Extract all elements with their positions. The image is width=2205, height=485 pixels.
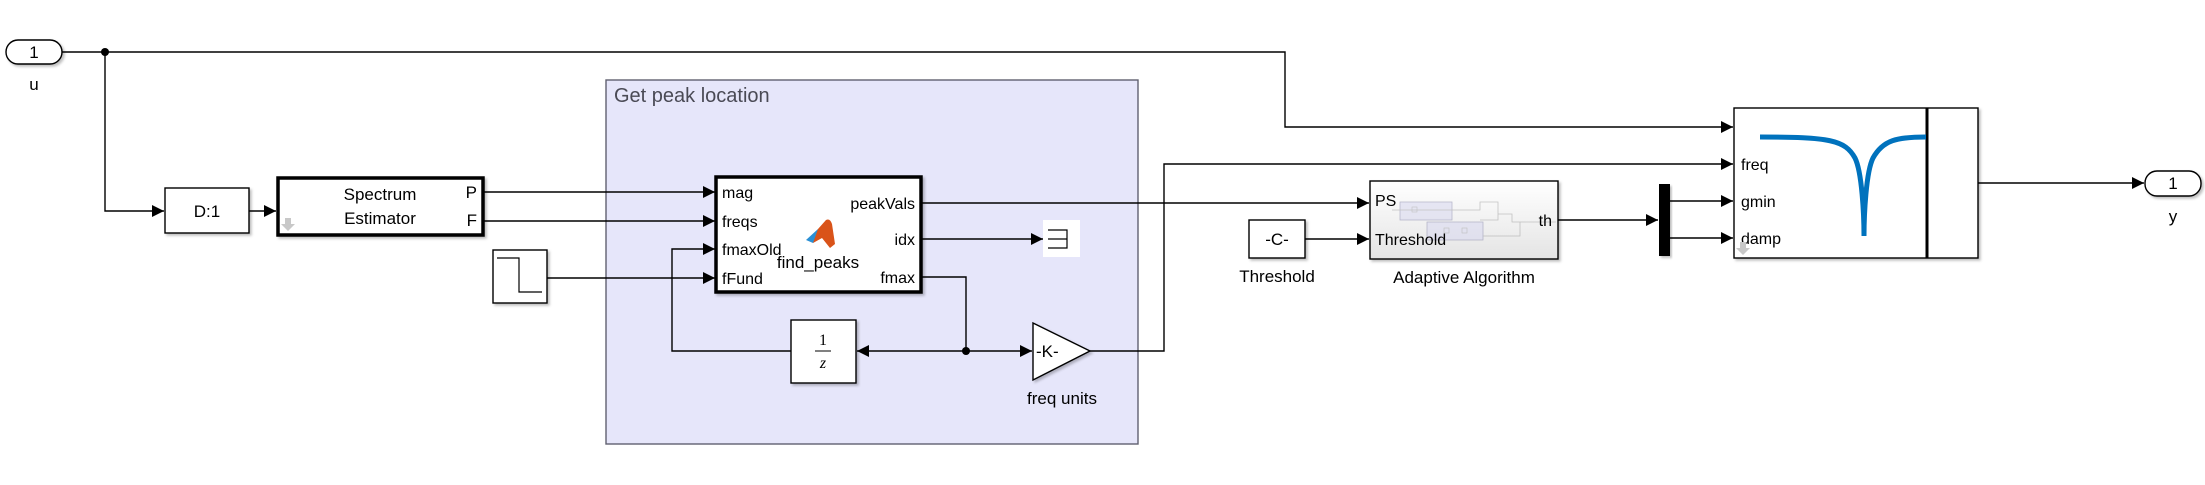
- port-label-threshold: Threshold: [1375, 232, 1446, 249]
- find-peaks-name: find_peaks: [777, 253, 859, 272]
- subsystem-preview-icon: [1392, 201, 1556, 241]
- gain-name: freq units: [1027, 389, 1097, 408]
- port-label-th: th: [1539, 213, 1552, 230]
- library-link-arrow-icon: [281, 218, 295, 231]
- wire-u-to-downsample[interactable]: [104, 52, 164, 217]
- unit-delay-block[interactable]: 1 z: [790, 319, 857, 384]
- gain-block[interactable]: -K- freq units: [1027, 321, 1097, 408]
- outport-y[interactable]: 1 y: [2144, 170, 2202, 226]
- outport-number: 1: [2168, 174, 2177, 193]
- wire-delay-to-fmaxold[interactable]: [671, 243, 791, 352]
- port-label-freqs: freqs: [722, 214, 758, 231]
- port-label-peakvals: peakVals: [850, 196, 915, 213]
- port-label-fmax: fmax: [880, 270, 915, 287]
- wire-u-to-notch[interactable]: [62, 51, 1733, 133]
- wire-gain-to-freq[interactable]: [1090, 158, 1733, 352]
- branch-junction: [101, 48, 109, 56]
- delay-numerator: 1: [819, 332, 827, 349]
- branch-junction: [962, 347, 970, 355]
- outport-name: y: [2169, 207, 2178, 226]
- terminator-block[interactable]: [1043, 220, 1080, 257]
- inport-number: 1: [29, 43, 38, 62]
- port-label-ffund: fFund: [722, 271, 763, 288]
- port-label-damp: damp: [1741, 231, 1781, 248]
- delay-denominator: z: [819, 355, 827, 372]
- constant-value: -C-: [1265, 230, 1289, 249]
- port-label-gmin: gmin: [1741, 194, 1776, 211]
- demux-block[interactable]: [1659, 184, 1670, 256]
- port-label-freq: freq: [1741, 157, 1769, 174]
- step-icon: [497, 257, 542, 293]
- area-title: Get peak location: [614, 85, 770, 107]
- port-label-mag: mag: [722, 185, 753, 202]
- inport-u[interactable]: 1 u: [5, 39, 63, 94]
- wire-fmax[interactable]: [921, 276, 967, 351]
- gain-value: -K-: [1036, 342, 1059, 361]
- downsample-block[interactable]: D:1: [164, 187, 250, 234]
- port-label-f: F: [467, 211, 477, 230]
- port-label-fmaxold: fmaxOld: [722, 242, 782, 259]
- spectrum-title-line2: Estimator: [344, 209, 416, 228]
- spectrum-title-line1: Spectrum: [344, 185, 417, 204]
- port-label-idx: idx: [895, 232, 915, 249]
- port-label-ps: PS: [1375, 193, 1396, 210]
- constant-block[interactable]: -C- Threshold: [1239, 219, 1315, 286]
- adaptive-name: Adaptive Algorithm: [1393, 268, 1535, 287]
- adaptive-algorithm-block[interactable]: PS Threshold th Adaptive Algorithm: [1369, 180, 1559, 287]
- library-link-arrow-icon: [1736, 242, 1750, 255]
- signal-lines: [62, 48, 2144, 357]
- inport-name: u: [29, 75, 38, 94]
- spectrum-estimator-block[interactable]: Spectrum Estimator P F: [276, 176, 485, 237]
- downsample-label: D:1: [194, 202, 220, 221]
- port-label-p: P: [466, 183, 477, 202]
- constant-name: Threshold: [1239, 267, 1315, 286]
- notch-response-icon: [1759, 134, 1927, 237]
- terminator-icon: [1048, 229, 1068, 249]
- notch-filter-block[interactable]: freq gmin damp: [1733, 107, 1979, 259]
- step-block[interactable]: [492, 249, 548, 304]
- find-peaks-block[interactable]: mag freqs fmaxOld fFund peakVals idx fma…: [714, 175, 923, 294]
- matlab-logo-icon: [806, 219, 835, 248]
